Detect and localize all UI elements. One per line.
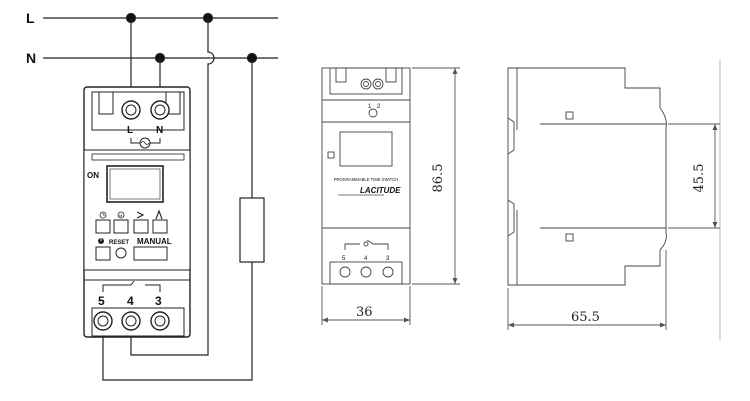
m-icon: M xyxy=(117,211,125,219)
on-label: ON xyxy=(87,171,99,180)
terminal-screw-L xyxy=(121,100,141,120)
terminal-label-N: N xyxy=(156,125,163,136)
front-terminal-2: 2 xyxy=(377,104,381,110)
terminal-screw-N xyxy=(150,100,170,120)
height-dimension: 86.5 xyxy=(431,164,446,193)
power-button[interactable] xyxy=(95,246,111,261)
terminal-label-3: 3 xyxy=(155,294,162,308)
terminal-label-L: L xyxy=(127,125,133,136)
front-terminal-5: 5 xyxy=(342,256,346,262)
front-view xyxy=(321,67,460,325)
m-button[interactable] xyxy=(113,219,129,234)
clock-button[interactable] xyxy=(95,219,111,234)
power-icon xyxy=(98,236,104,244)
reset-label: RESET xyxy=(109,240,129,246)
clock-icon xyxy=(99,211,107,219)
next-button[interactable] xyxy=(133,219,149,234)
terminal-label-5: 5 xyxy=(98,294,105,308)
up-button[interactable] xyxy=(152,219,168,234)
front-terminal-4: 4 xyxy=(364,256,368,262)
line-label: L xyxy=(26,10,35,26)
wire-load-to-terminal-5 xyxy=(102,262,253,381)
terminal-label-4: 4 xyxy=(127,294,134,308)
manual-button[interactable] xyxy=(133,246,168,261)
front-terminal-3: 3 xyxy=(386,256,390,262)
front-lcd xyxy=(339,131,393,167)
brand-logo: LACITUDE xyxy=(360,186,401,195)
depth-dimension: 65.5 xyxy=(571,310,600,325)
wire-L-to-terminal-4 xyxy=(130,18,215,356)
side-view xyxy=(507,60,721,340)
terminal-screw-3 xyxy=(150,311,170,331)
arrow-up-icon xyxy=(155,209,163,220)
load-resistor xyxy=(239,197,265,263)
front-ac-symbol-icon xyxy=(368,108,378,118)
side-height-dimension: 45.5 xyxy=(692,164,707,193)
manual-label: MANUAL xyxy=(137,237,172,246)
neutral-label: N xyxy=(26,50,36,66)
arrow-right-icon xyxy=(136,211,145,219)
reset-button[interactable] xyxy=(115,247,127,259)
terminal-screw-4 xyxy=(121,311,141,331)
terminal-screw-5 xyxy=(93,311,113,331)
svg-text:M: M xyxy=(119,213,122,218)
device-front: L N ON M RESET xyxy=(83,86,191,338)
width-dimension: 36 xyxy=(356,305,373,320)
front-terminal-1: 1 xyxy=(368,104,372,110)
side-view-outline xyxy=(507,67,667,286)
wiring-diagram xyxy=(43,12,278,381)
product-text: PROGRAMMABLE TIME SWITCH xyxy=(334,177,399,182)
relay-contact-symbol xyxy=(102,280,161,292)
